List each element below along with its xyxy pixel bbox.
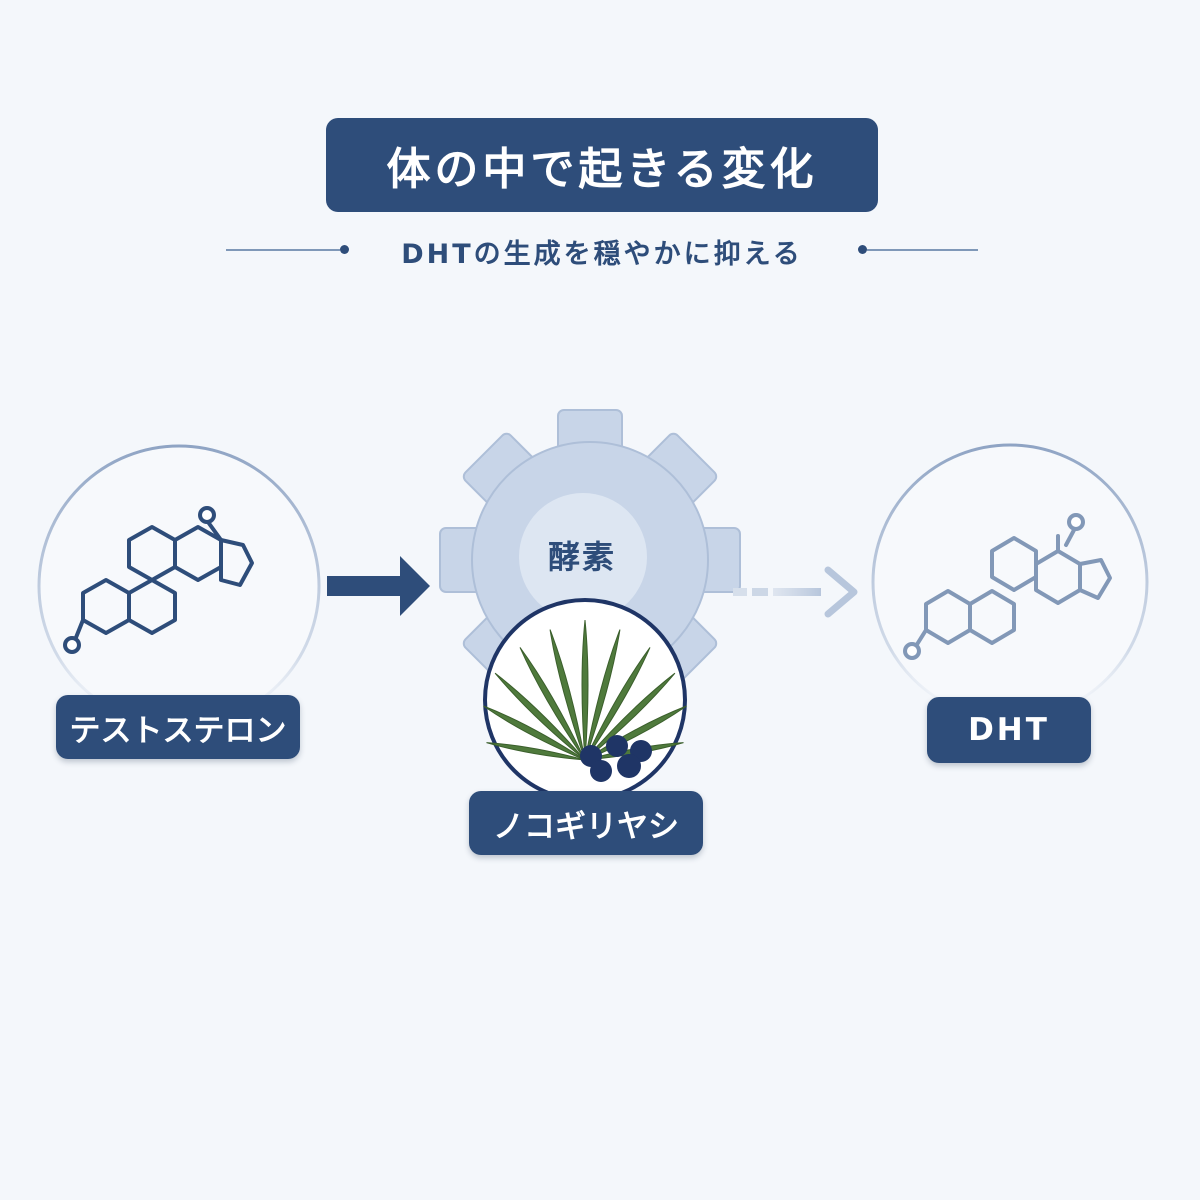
- subtitle-line-right: [867, 249, 978, 251]
- berries-icon: [580, 735, 652, 782]
- dht-label: DHT: [927, 697, 1091, 763]
- testosterone-circle: [37, 444, 321, 728]
- subtitle-dot-left: [340, 245, 349, 254]
- molecule-icon: [73, 520, 254, 642]
- testosterone-label-text: テストステロン: [69, 712, 287, 749]
- molecule-hydroxyl-dot: [198, 506, 216, 524]
- molecule-hydroxyl-dot: [63, 636, 81, 654]
- dht-node: [871, 443, 1149, 721]
- testosterone-label: テストステロン: [56, 695, 300, 759]
- saw-palmetto-label-text: ノコギリヤシ: [493, 808, 679, 845]
- testosterone-node: [37, 444, 321, 728]
- subtitle-line-left: [226, 249, 340, 251]
- title-box: 体の中で起きる変化: [326, 118, 878, 212]
- saw-palmetto-node: [483, 598, 687, 802]
- molecule-icon: [914, 528, 1112, 648]
- page-subtitle: DHTの生成を穏やかに抑える: [401, 239, 803, 270]
- subtitle-row: DHTの生成を穏やかに抑える: [226, 226, 978, 274]
- saw-palmetto-label: ノコギリヤシ: [469, 791, 703, 855]
- gear-hub: [519, 493, 647, 621]
- dht-label-text: DHT: [968, 712, 1050, 748]
- inhibited-arrow: [733, 566, 858, 618]
- enzyme-label: 酵素: [547, 538, 616, 576]
- molecule-hydroxyl-dot: [903, 642, 921, 660]
- molecule-hydroxyl-dot: [1067, 513, 1085, 531]
- subtitle-dot-right: [858, 245, 867, 254]
- page-title: 体の中で起きる変化: [386, 144, 818, 195]
- palm-leaf-icon: [483, 619, 687, 761]
- conversion-arrow: [327, 556, 430, 616]
